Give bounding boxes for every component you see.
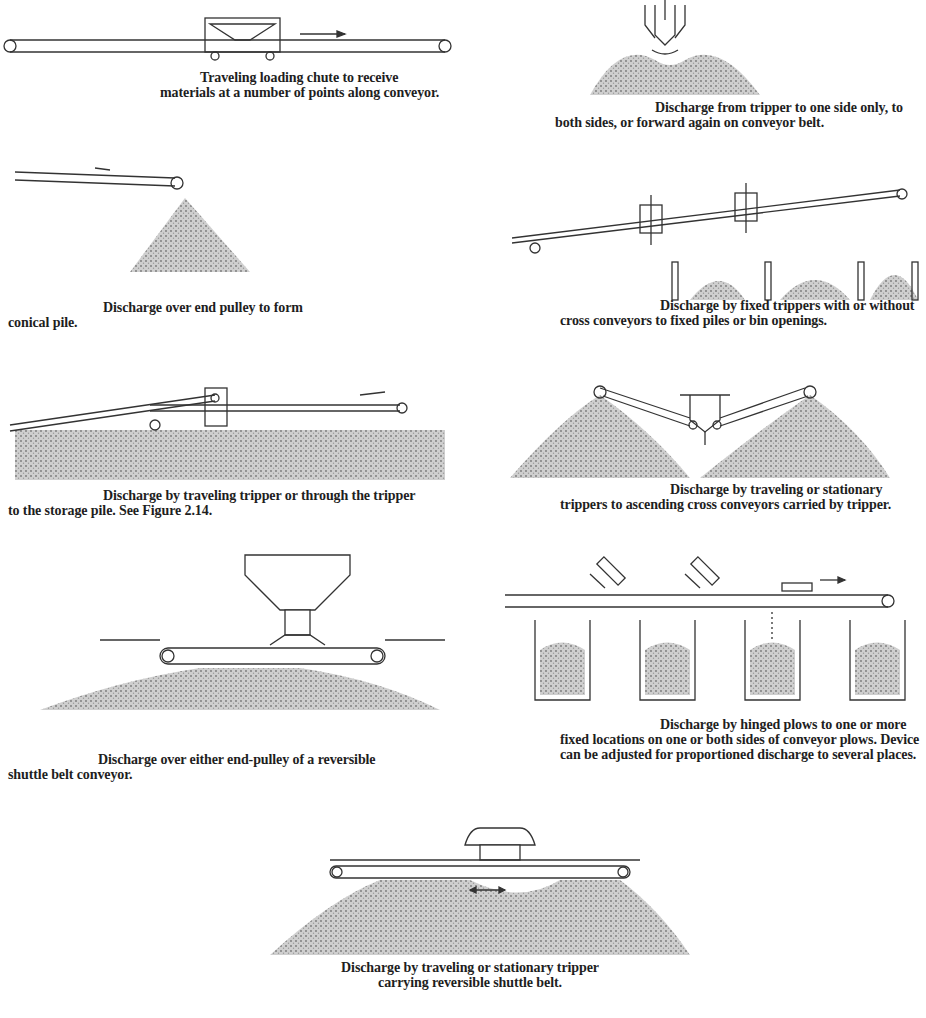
- loading-chute-illustration: [4, 18, 451, 60]
- caption-text: Discharge by traveling or stationary tri…: [325, 960, 615, 990]
- shuttle-conveyor-illustration: [40, 555, 445, 710]
- fixed-trippers-illustration: [512, 183, 918, 300]
- caption-text: Discharge from tripper to one side only,…: [555, 100, 915, 130]
- caption-text: Discharge by traveling or stationary tri…: [560, 482, 920, 512]
- caption-text: Discharge by traveling tripper or throug…: [8, 488, 418, 518]
- caption-text: Discharge by fixed trippers with or with…: [560, 298, 920, 328]
- tripper-shuttle-illustration: [270, 828, 690, 955]
- caption-text: Discharge by hinged plows to one or more…: [560, 717, 925, 762]
- end-pulley-illustration: [15, 168, 250, 272]
- caption-text: Discharge over end pulley to form conica…: [8, 300, 338, 330]
- caption-text: Discharge over either end-pulley of a re…: [8, 752, 418, 782]
- tripper-side-discharge: [590, 0, 760, 95]
- hinged-plows-illustration: [505, 557, 905, 700]
- cross-conveyor-illustration: [510, 386, 890, 478]
- traveling-tripper-illustration: [10, 388, 445, 480]
- caption-text: Traveling loading chute to receive mater…: [160, 70, 440, 100]
